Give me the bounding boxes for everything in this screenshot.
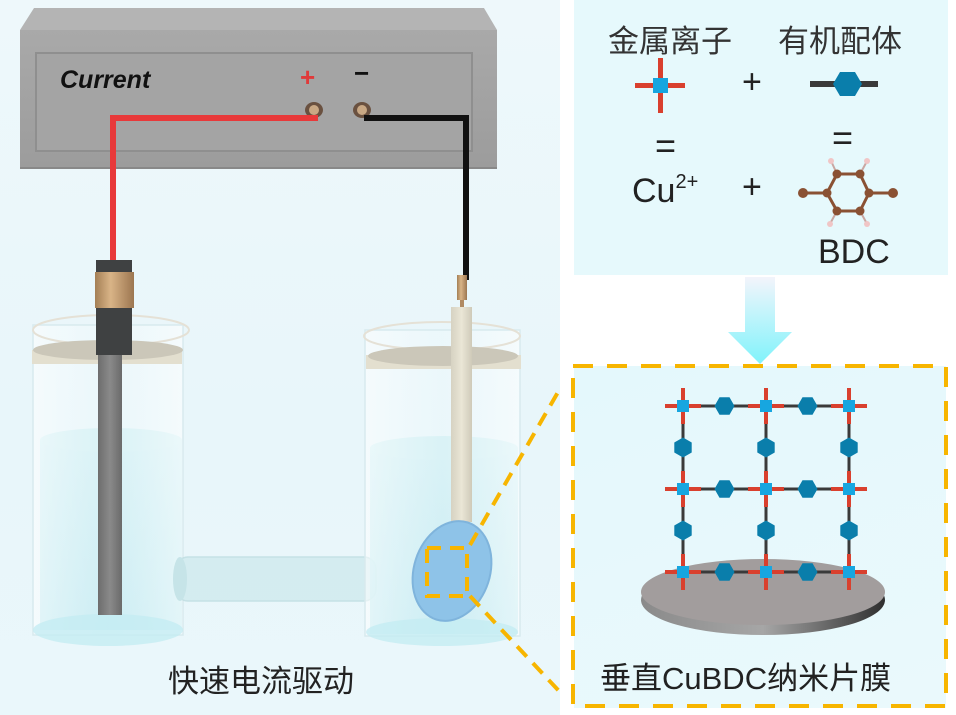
down-arrow-icon	[728, 277, 792, 364]
power-supply-label: Current	[60, 66, 151, 94]
left-beaker	[32, 260, 190, 646]
metal-ion-label: 金属离子	[608, 24, 732, 60]
plus-sign-bottom: +	[742, 168, 762, 206]
power-supply	[20, 8, 497, 169]
organic-ligand-label: 有机配体	[778, 24, 902, 60]
legend-panel	[574, 0, 948, 275]
salt-bridge	[173, 556, 377, 602]
plus-sign-top: +	[742, 63, 762, 101]
equals-sign-ligand: =	[832, 117, 854, 158]
apparatus-illustration	[20, 8, 560, 696]
caption-compound: CuBDC	[662, 661, 768, 696]
right-beaker	[363, 275, 521, 646]
copper-charge: 2+	[675, 171, 699, 193]
zoom-callout	[425, 384, 560, 696]
bdc-label: BDC	[818, 233, 890, 271]
positive-wire	[110, 115, 318, 275]
equals-sign-metal: =	[655, 125, 677, 166]
caption-suffix: 纳米片膜	[767, 661, 892, 697]
positive-terminal	[305, 102, 323, 118]
negative-sign: −	[354, 58, 370, 88]
negative-terminal	[353, 102, 371, 118]
caption-fast-current-driven: 快速电流驱动	[168, 664, 354, 700]
copper-symbol: Cu	[632, 172, 676, 210]
positive-sign: +	[300, 62, 316, 92]
copper-ion-formula: Cu2+	[632, 171, 699, 211]
caption-prefix: 垂直	[600, 661, 662, 697]
caption-vertical-nanosheet-film: 垂直CuBDC纳米片膜	[600, 653, 891, 698]
negative-wire	[364, 115, 469, 280]
